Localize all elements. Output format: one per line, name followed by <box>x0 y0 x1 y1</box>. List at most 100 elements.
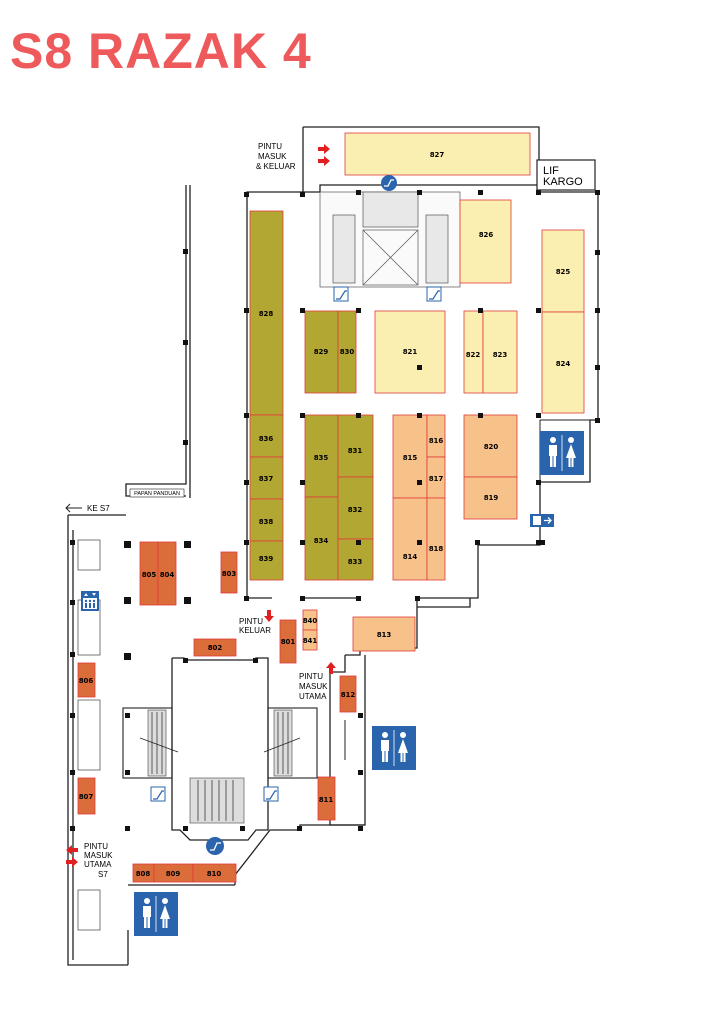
escalator-icon <box>333 286 349 302</box>
escalator-icon <box>426 286 442 302</box>
unit-label: 827 <box>430 151 445 159</box>
escalator-icon <box>263 786 279 802</box>
unit-label: 808 <box>136 870 151 878</box>
svg-text:PINTU: PINTU <box>239 617 263 626</box>
unit-820[interactable] <box>463 414 518 478</box>
unit-label: 841 <box>303 637 318 645</box>
unit-836[interactable] <box>249 414 284 458</box>
unit-label: 825 <box>556 268 571 276</box>
svg-text:UTAMA: UTAMA <box>299 692 327 701</box>
lift-icon <box>81 591 99 611</box>
unit-label: 824 <box>556 360 571 368</box>
unit-label: 815 <box>403 454 418 462</box>
unit-label: 807 <box>79 793 94 801</box>
unit-label: 802 <box>208 644 223 652</box>
unit-810[interactable] <box>192 863 237 883</box>
unit-label: 805 <box>142 571 157 579</box>
unit-839[interactable] <box>249 540 284 581</box>
unit-816[interactable] <box>426 414 446 458</box>
unit-832[interactable] <box>337 476 374 540</box>
unit-814[interactable] <box>392 497 428 581</box>
unit-838[interactable] <box>249 498 284 542</box>
unit-label: 826 <box>479 231 494 239</box>
unit-label: 817 <box>429 475 444 483</box>
unit-label: 831 <box>348 447 363 455</box>
unit-label: 836 <box>259 435 274 443</box>
unit-811[interactable] <box>317 776 336 821</box>
unit-label: 835 <box>314 454 329 462</box>
unit-827[interactable] <box>344 132 531 176</box>
unit-830[interactable] <box>337 310 357 394</box>
unit-blocks <box>77 132 585 883</box>
unit-801[interactable] <box>279 619 297 664</box>
restroom-icon <box>540 431 584 475</box>
unit-label: 829 <box>314 348 329 356</box>
unit-804[interactable] <box>157 541 177 606</box>
unit-label: 828 <box>259 310 274 318</box>
unit-841[interactable] <box>302 629 318 651</box>
unit-819[interactable] <box>463 476 518 520</box>
svg-text:MASUK: MASUK <box>258 152 287 161</box>
unit-824[interactable] <box>541 311 585 414</box>
svg-text:PINTU: PINTU <box>258 142 282 151</box>
svg-text:KARGO: KARGO <box>543 176 583 188</box>
unit-label: 803 <box>222 570 237 578</box>
svg-text:& KELUAR: & KELUAR <box>256 162 296 171</box>
escalator-icon <box>150 786 166 802</box>
papan-panduan-label: PAPAN PANDUAN <box>129 488 185 498</box>
pintu-masuk-keluar-label: PINTU MASUK & KELUAR <box>256 142 296 171</box>
top-escalator-area <box>319 191 461 288</box>
escalators <box>139 709 301 824</box>
svg-text:UTAMA: UTAMA <box>84 860 112 869</box>
unit-818[interactable] <box>426 497 446 581</box>
restroom-icon <box>372 726 416 770</box>
unit-label: 819 <box>484 494 499 502</box>
unit-label: 810 <box>207 870 222 878</box>
svg-text:PINTU: PINTU <box>299 672 323 681</box>
unit-label: 818 <box>429 545 444 553</box>
unit-823[interactable] <box>482 310 518 394</box>
unit-835[interactable] <box>304 414 339 498</box>
unit-label: 830 <box>340 348 355 356</box>
unit-826[interactable] <box>459 199 512 284</box>
unit-label: 812 <box>341 691 356 699</box>
unit-label: 813 <box>377 631 392 639</box>
svg-text:KE S7: KE S7 <box>87 504 110 513</box>
unit-label: 809 <box>166 870 181 878</box>
unit-label: 820 <box>484 443 499 451</box>
pintu-masuk-utama-label: PINTU MASUK UTAMA <box>299 672 328 701</box>
unit-label: 840 <box>303 617 318 625</box>
unit-label: 837 <box>259 475 274 483</box>
unit-label: 838 <box>259 518 274 526</box>
unit-label: 801 <box>281 638 296 646</box>
svg-text:S7: S7 <box>98 870 108 879</box>
pintu-masuk-utama-s7-label: PINTU MASUK UTAMA S7 <box>84 842 113 879</box>
unit-label: 814 <box>403 553 418 561</box>
svg-text:KELUAR: KELUAR <box>239 626 271 635</box>
unit-807[interactable] <box>77 777 96 815</box>
pintu-keluar-label: PINTU KELUAR <box>239 617 271 635</box>
unit-802[interactable] <box>193 638 237 657</box>
unit-label: 822 <box>466 351 481 359</box>
columns <box>70 190 600 831</box>
lif-kargo-label: LIF KARGO <box>536 159 596 191</box>
svg-text:PINTU: PINTU <box>84 842 108 851</box>
unit-831[interactable] <box>337 414 374 478</box>
unit-803[interactable] <box>220 551 238 594</box>
unit-labels: 827 826 825 824 821 822 823 828 836 837 … <box>79 151 571 878</box>
unit-821[interactable] <box>374 310 446 394</box>
page-title: S8 RAZAK 4 <box>10 23 312 79</box>
unit-837[interactable] <box>249 456 284 500</box>
unit-834[interactable] <box>304 496 339 581</box>
unit-label: 823 <box>493 351 508 359</box>
unit-812[interactable] <box>339 675 357 713</box>
unit-806[interactable] <box>77 662 96 698</box>
unit-813[interactable] <box>352 616 416 652</box>
restroom-icon <box>134 892 178 936</box>
wheelchair-icon <box>206 837 224 855</box>
unit-833[interactable] <box>337 538 374 581</box>
unit-828[interactable] <box>249 210 284 416</box>
svg-text:PAPAN PANDUAN: PAPAN PANDUAN <box>134 491 180 497</box>
svg-text:MASUK: MASUK <box>84 851 113 860</box>
